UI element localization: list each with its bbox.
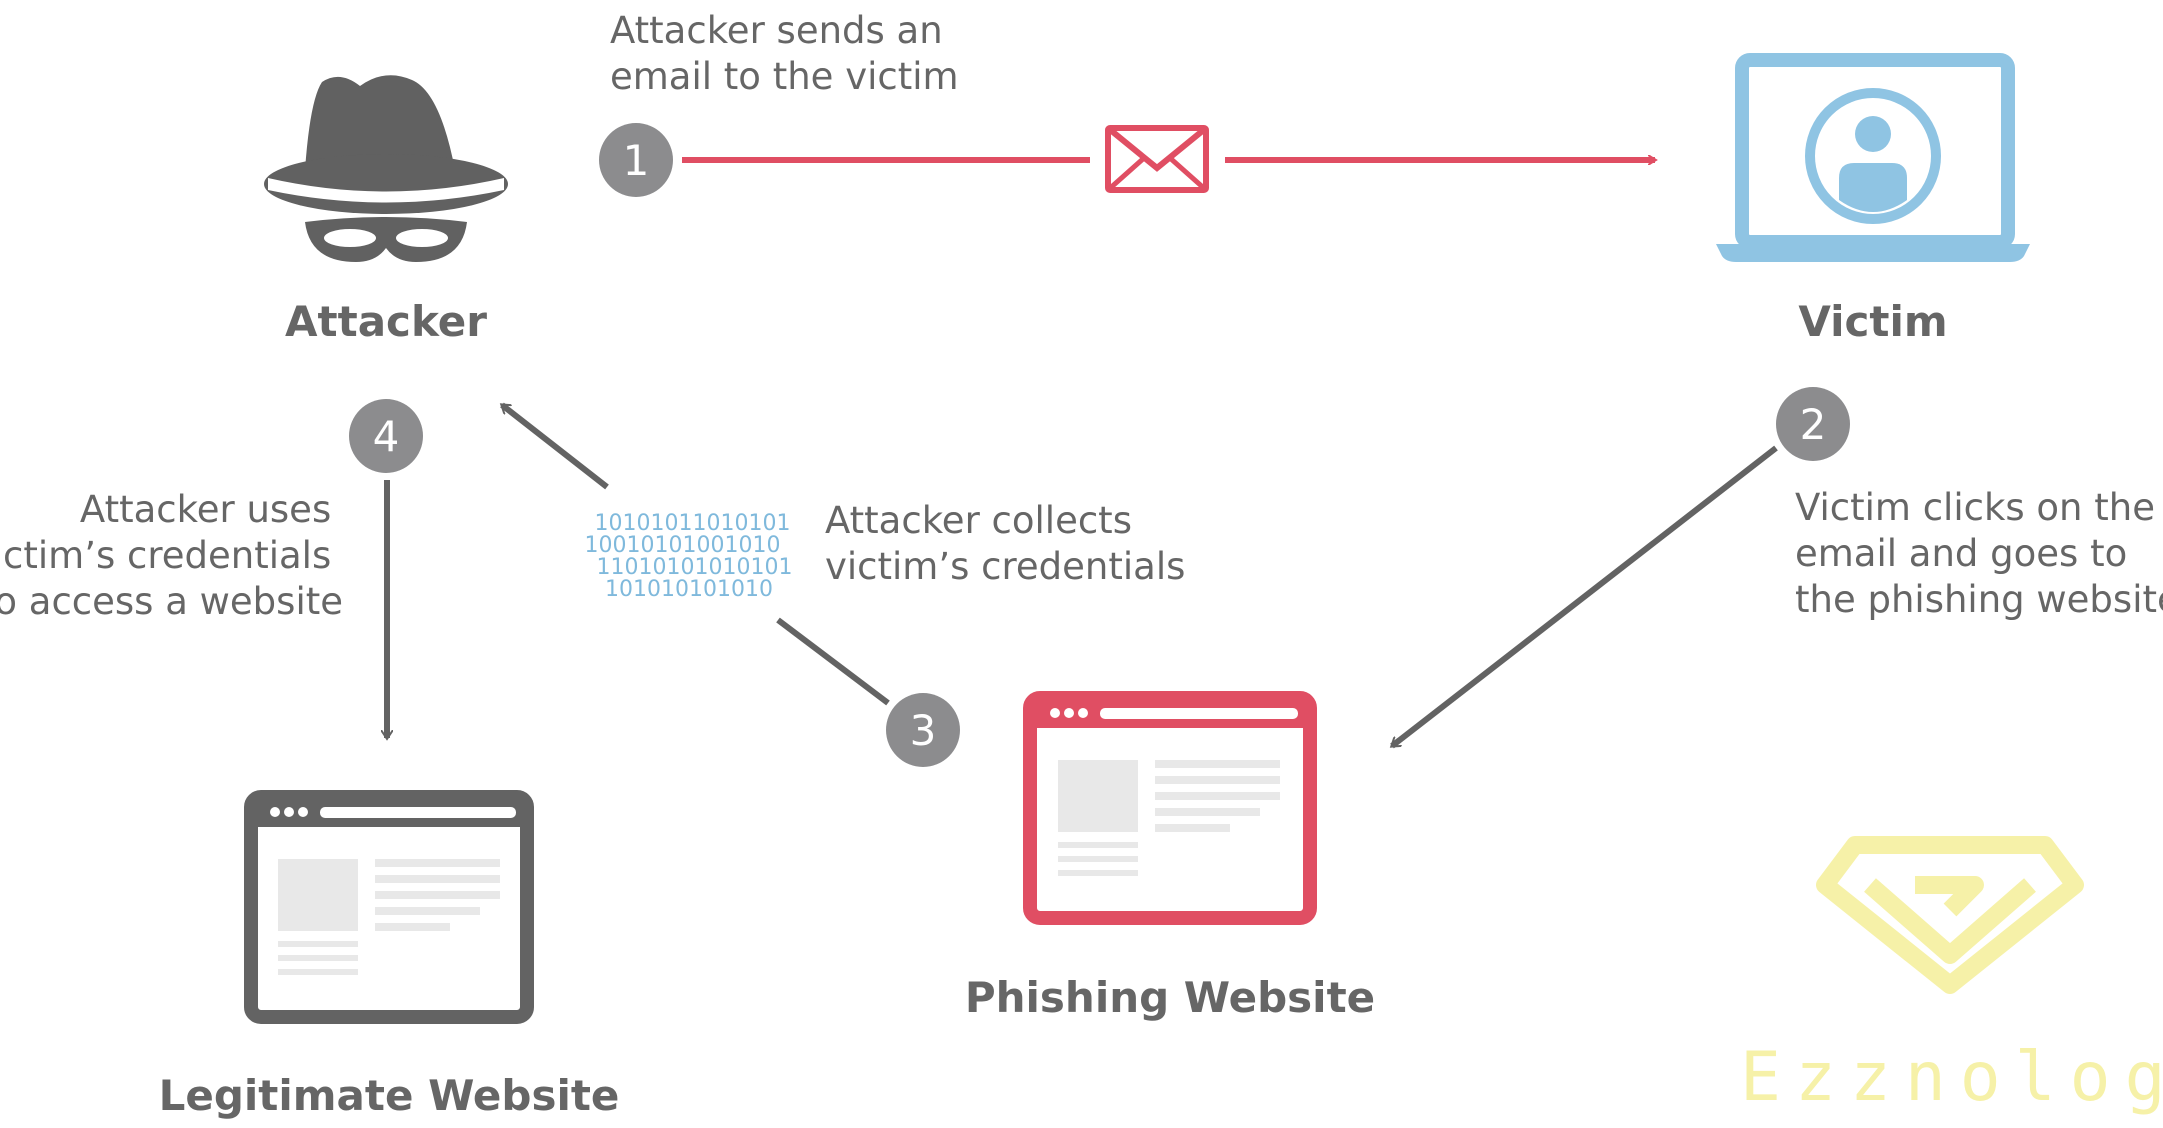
- step-2-badge: 2: [1776, 387, 1850, 461]
- step-1-badge: 1: [599, 123, 673, 197]
- svg-text:1: 1: [623, 136, 650, 185]
- victim-to-phishing-arrow: [1392, 445, 1778, 749]
- attacker-label: Attacker: [285, 297, 487, 346]
- victim-label: Victim: [1798, 297, 1947, 346]
- hat-mask-icon: [264, 75, 508, 262]
- laptop-user-icon: [1716, 53, 2030, 262]
- svg-text:2: 2: [1800, 400, 1827, 449]
- diamond-logo-icon: [1816, 836, 2084, 994]
- phishing-to-binary-line: [776, 617, 890, 706]
- step-3-description: Attacker collects victim’s credentials: [825, 499, 1185, 588]
- envelope-icon: [1105, 125, 1209, 193]
- phishing-browser-window-icon: [1023, 691, 1317, 925]
- svg-text:3: 3: [910, 706, 937, 755]
- watermark-text: Ezznology: [1740, 1038, 2163, 1117]
- step-4-badge: 4: [349, 399, 423, 473]
- legitimate-browser-window-icon: [244, 790, 534, 1024]
- phishing-website-label: Phishing Website: [965, 973, 1375, 1022]
- credentials-binary-data: 10101011010101 10010101001010 1101010101…: [585, 511, 800, 602]
- legitimate-website-label: Legitimate Website: [159, 1071, 620, 1120]
- step-3-badge: 3: [886, 693, 960, 767]
- step-2-description: Victim clicks on the email and goes to t…: [1795, 486, 2163, 621]
- step-1-description: Attacker sends an email to the victim: [610, 9, 959, 98]
- binary-to-attacker-arrow: [502, 402, 609, 490]
- svg-text:4: 4: [373, 412, 400, 461]
- step-4-description: Attacker uses victim’s credentials to ac…: [0, 488, 343, 623]
